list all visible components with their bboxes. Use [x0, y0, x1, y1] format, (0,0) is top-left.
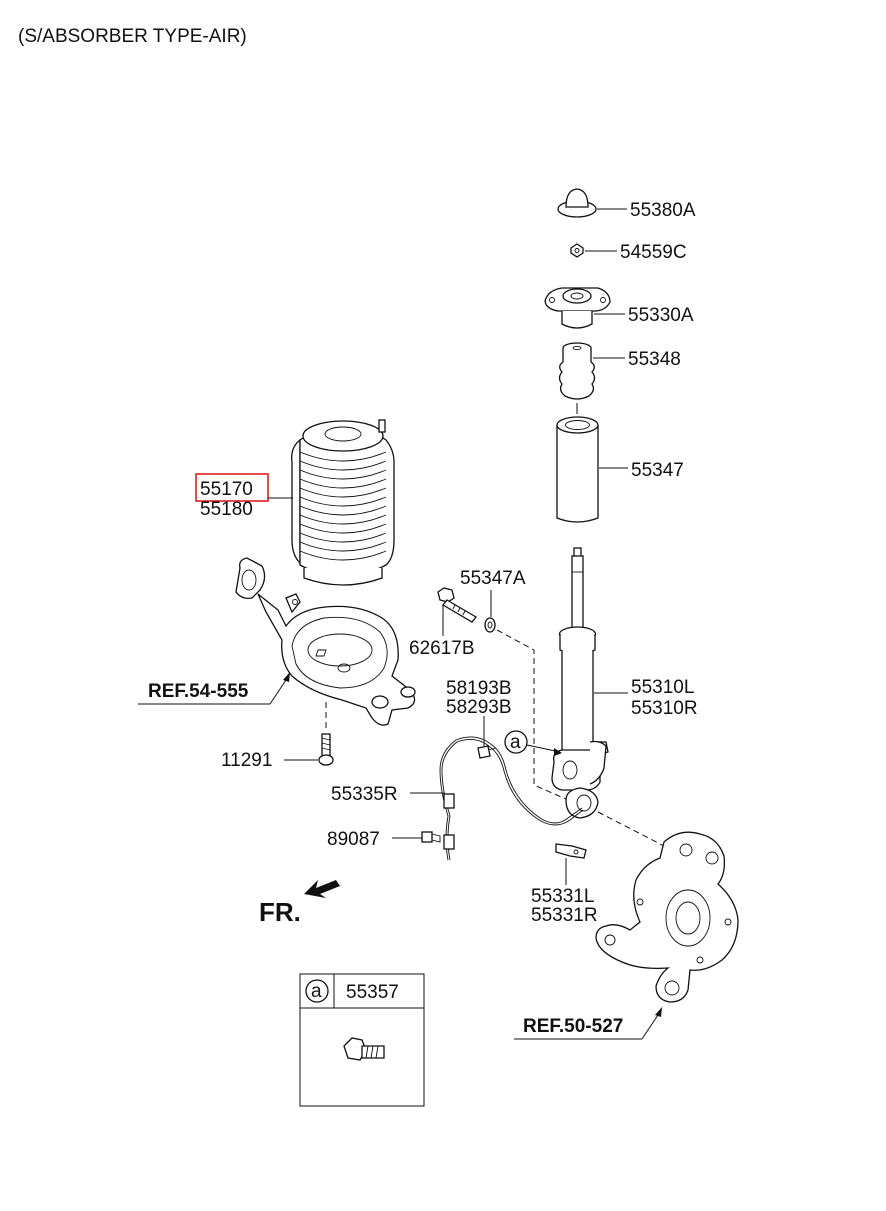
bolt-path-dashed: [496, 629, 569, 801]
callout-a-circle: [504, 730, 528, 754]
label-11291[interactable]: 11291: [221, 750, 272, 771]
label-58293B[interactable]: 58293B: [446, 697, 512, 718]
label-62617B[interactable]: 62617B: [409, 638, 475, 659]
sensor-wire-part: [439, 736, 607, 861]
label-55310R[interactable]: 55310R: [631, 698, 698, 719]
arrowhead-callout-a: [554, 748, 562, 756]
upper-mount-part: [544, 287, 611, 329]
arrowhead-ref-54-555: [283, 672, 290, 682]
label-58193B[interactable]: 58193B: [446, 678, 512, 699]
bolt-11291-part: [318, 702, 334, 766]
legend-letter: a: [311, 981, 322, 1002]
label-55330A[interactable]: 55330A: [628, 305, 694, 326]
label-55347A[interactable]: 55347A: [460, 568, 526, 589]
callout-a-letter: a: [510, 732, 521, 753]
label-55180[interactable]: 55180: [200, 499, 253, 520]
label-55335R[interactable]: 55335R: [331, 784, 398, 805]
label-55331L[interactable]: 55331L: [531, 886, 594, 907]
label-55331R[interactable]: 55331R: [531, 905, 598, 926]
bolt-55357-icon: [343, 1037, 385, 1061]
dust-cover-part: [556, 403, 599, 523]
label-55348[interactable]: 55348: [628, 349, 681, 370]
label-55347[interactable]: 55347: [631, 460, 684, 481]
highlight-box-55170: [195, 473, 269, 502]
bolt-62617B-part: [437, 587, 477, 623]
leader-ref-54-555-arrow: [269, 676, 289, 705]
nut-part: [570, 243, 584, 258]
label-55170[interactable]: 55170: [200, 479, 253, 500]
ref-50-527[interactable]: REF.50-527: [523, 1016, 623, 1037]
front-arrow-icon: [304, 880, 340, 898]
legend-part-number[interactable]: 55357: [346, 982, 399, 1003]
bracket-55331-part: [555, 843, 587, 859]
dust-cap-part: [557, 188, 597, 218]
label-54559C[interactable]: 54559C: [620, 242, 687, 263]
knuckle-part: [595, 831, 739, 1003]
arrowhead-ref-50-527: [655, 1007, 662, 1017]
front-label: FR.: [259, 897, 301, 927]
knuckle-path-dashed: [597, 811, 669, 849]
washer-55347A-part: [484, 617, 496, 633]
ref-54-555[interactable]: REF.54-555: [148, 681, 249, 702]
lower-arm-part: [235, 557, 416, 726]
bracket-58193B-part: [477, 745, 497, 759]
label-55380A[interactable]: 55380A: [630, 200, 696, 221]
diagram-title: (S/ABSORBER TYPE-AIR): [18, 26, 247, 47]
label-89087[interactable]: 89087: [327, 829, 380, 850]
shock-absorber-part: [551, 547, 609, 819]
bump-stopper-part: [558, 342, 596, 400]
clip-89087-part: [421, 831, 441, 843]
legend-letter-circle: [305, 979, 329, 1003]
label-55310L[interactable]: 55310L: [631, 677, 694, 698]
leader-ref-50-527-arrow: [641, 1011, 661, 1040]
air-spring-part: [291, 419, 395, 586]
